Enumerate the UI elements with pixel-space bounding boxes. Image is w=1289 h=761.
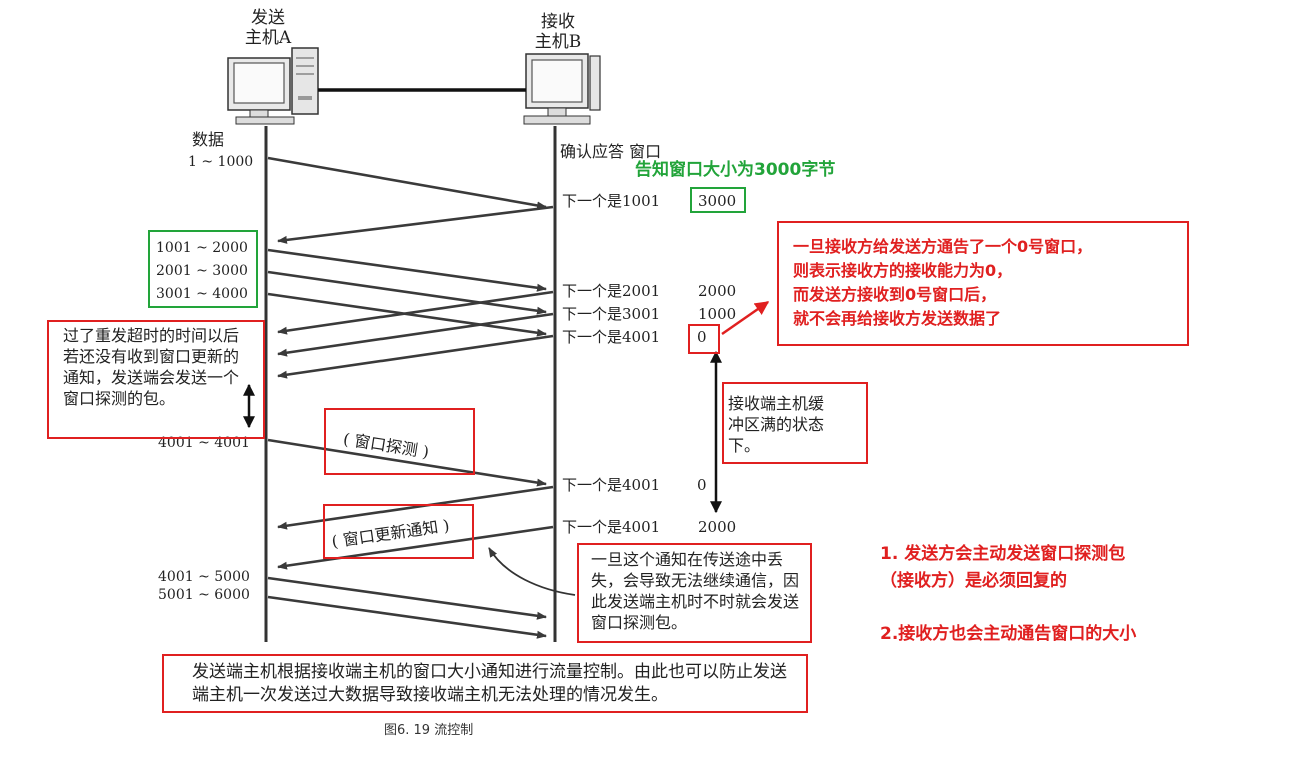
summary-text: 发送端主机根据接收端主机的窗口大小通知进行流量控制。由此也可以防止发送端主机一次… (192, 662, 787, 705)
receiver-host-label-line2: 主机B (534, 32, 582, 52)
segment-arrow-1 (267, 156, 547, 210)
segment-label: 1001 ~ 2000 (156, 240, 248, 256)
window-value: 2000 (698, 282, 737, 300)
window-update-box (323, 504, 474, 559)
retransmit-note-box: 过了重发超时的时间以后若还没有收到窗口更新的通知，发送端会发送一个窗口探测的包。 (47, 320, 265, 439)
window-value: 2000 (698, 518, 737, 536)
summary-box: 发送端主机根据接收端主机的窗口大小通知进行流量控制。由此也可以防止发送端主机一次… (162, 654, 808, 713)
window-3000-highlight (690, 187, 746, 213)
receiver-ack-window-header: 确认应答 窗口 (560, 142, 662, 161)
sender-host-label-line1: 发送 (251, 8, 285, 28)
segments-highlight (148, 230, 258, 308)
segment-arrow-2 (267, 248, 547, 292)
right-point-1: 1. 发送方会主动发送窗口探测包 （接收方）是必须回复的 (880, 541, 1125, 595)
sender-host-label: 发送 主机A (236, 8, 300, 48)
green-window-note: 告知窗口大小为3000字节 (635, 160, 836, 180)
zero-window-note-box: 一旦接收方给发送方通告了一个0号窗口， 则表示接收方的接收能力为0， 而发送方接… (777, 221, 1189, 346)
retransmit-note-text: 过了重发超时的时间以后若还没有收到窗口更新的通知，发送端会发送一个窗口探测的包。 (63, 326, 240, 408)
figure-caption: 图6. 19 流控制 (384, 723, 474, 738)
zero-window-red-pointer (721, 300, 770, 336)
segment-arrow-5 (267, 576, 547, 620)
ack-arrow-1 (277, 205, 554, 244)
lost-notice-note-text: 一旦这个通知在传送途中丢失，会导致无法继续通信，因此发送端主机时不时就会发送窗口… (591, 550, 800, 632)
right-point-2: 2.接收方也会主动通告窗口的大小 (880, 624, 1137, 644)
zero-window-note-line: 就不会再给接收方发送数据了 (793, 309, 1002, 328)
segment-label: 4001 ~ 4001 (158, 435, 250, 451)
window-value: 0 (697, 476, 707, 494)
zero-window-highlight (688, 324, 720, 354)
segment-label: 1 ~ 1000 (188, 154, 254, 170)
ack-label: 下一个是1001 (562, 192, 661, 210)
ack-label: 下一个是3001 (562, 305, 661, 323)
buffer-full-note-text: 接收端主机缓冲区满的状态下。 (728, 394, 825, 455)
window-update-arrow-2 (277, 525, 554, 570)
ack-label: 下一个是4001 (562, 328, 661, 346)
lost-notice-pointer (488, 547, 576, 596)
receiver-computer-icon (523, 53, 601, 125)
segment-label: 5001 ~ 6000 (158, 587, 250, 603)
segment-label: 3001 ~ 4000 (156, 286, 248, 302)
ack-label: 下一个是4001 (562, 476, 661, 494)
window-value: 3000 (698, 192, 737, 210)
ack-arrow-3 (277, 312, 554, 357)
zero-window-note-line: 一旦接收方给发送方通告了一个0号窗口， (793, 237, 1093, 256)
ack-label: 下一个是2001 (562, 282, 661, 300)
buffer-full-note-box: 接收端主机缓冲区满的状态下。 (722, 382, 868, 464)
lost-notice-note-box: 一旦这个通知在传送途中丢失，会导致无法继续通信，因此发送端主机时不时就会发送窗口… (577, 543, 812, 643)
window-value: 0 (697, 328, 707, 346)
sender-data-header: 数据 (192, 130, 225, 149)
receiver-host-label: 接收 主机B (526, 12, 590, 52)
segment-arrow-6 (267, 595, 547, 639)
window-probe-box (324, 408, 475, 475)
zero-window-note-line: 而发送方接收到0号窗口后， (793, 285, 997, 304)
right-point-1-line: （接收方）是必须回复的 (880, 571, 1067, 591)
sender-host-label-line2: 主机A (244, 28, 292, 48)
sender-computer-icon (227, 47, 319, 125)
ack-arrow-2 (277, 290, 554, 335)
window-value: 1000 (698, 305, 737, 323)
receiver-host-label-line1: 接收 (541, 12, 575, 32)
right-point-1-line: 1. 发送方会主动发送窗口探测包 (880, 544, 1126, 564)
segment-arrow-3 (267, 270, 547, 315)
ack-arrow-4 (277, 334, 554, 379)
zero-window-note-line: 则表示接收方的接收能力为0， (793, 261, 1013, 280)
window-probe-arrow (267, 438, 547, 487)
segment-label: 4001 ~ 5000 (158, 569, 250, 585)
ack-label: 下一个是4001 (562, 518, 661, 536)
segment-label: 2001 ~ 3000 (156, 263, 248, 279)
